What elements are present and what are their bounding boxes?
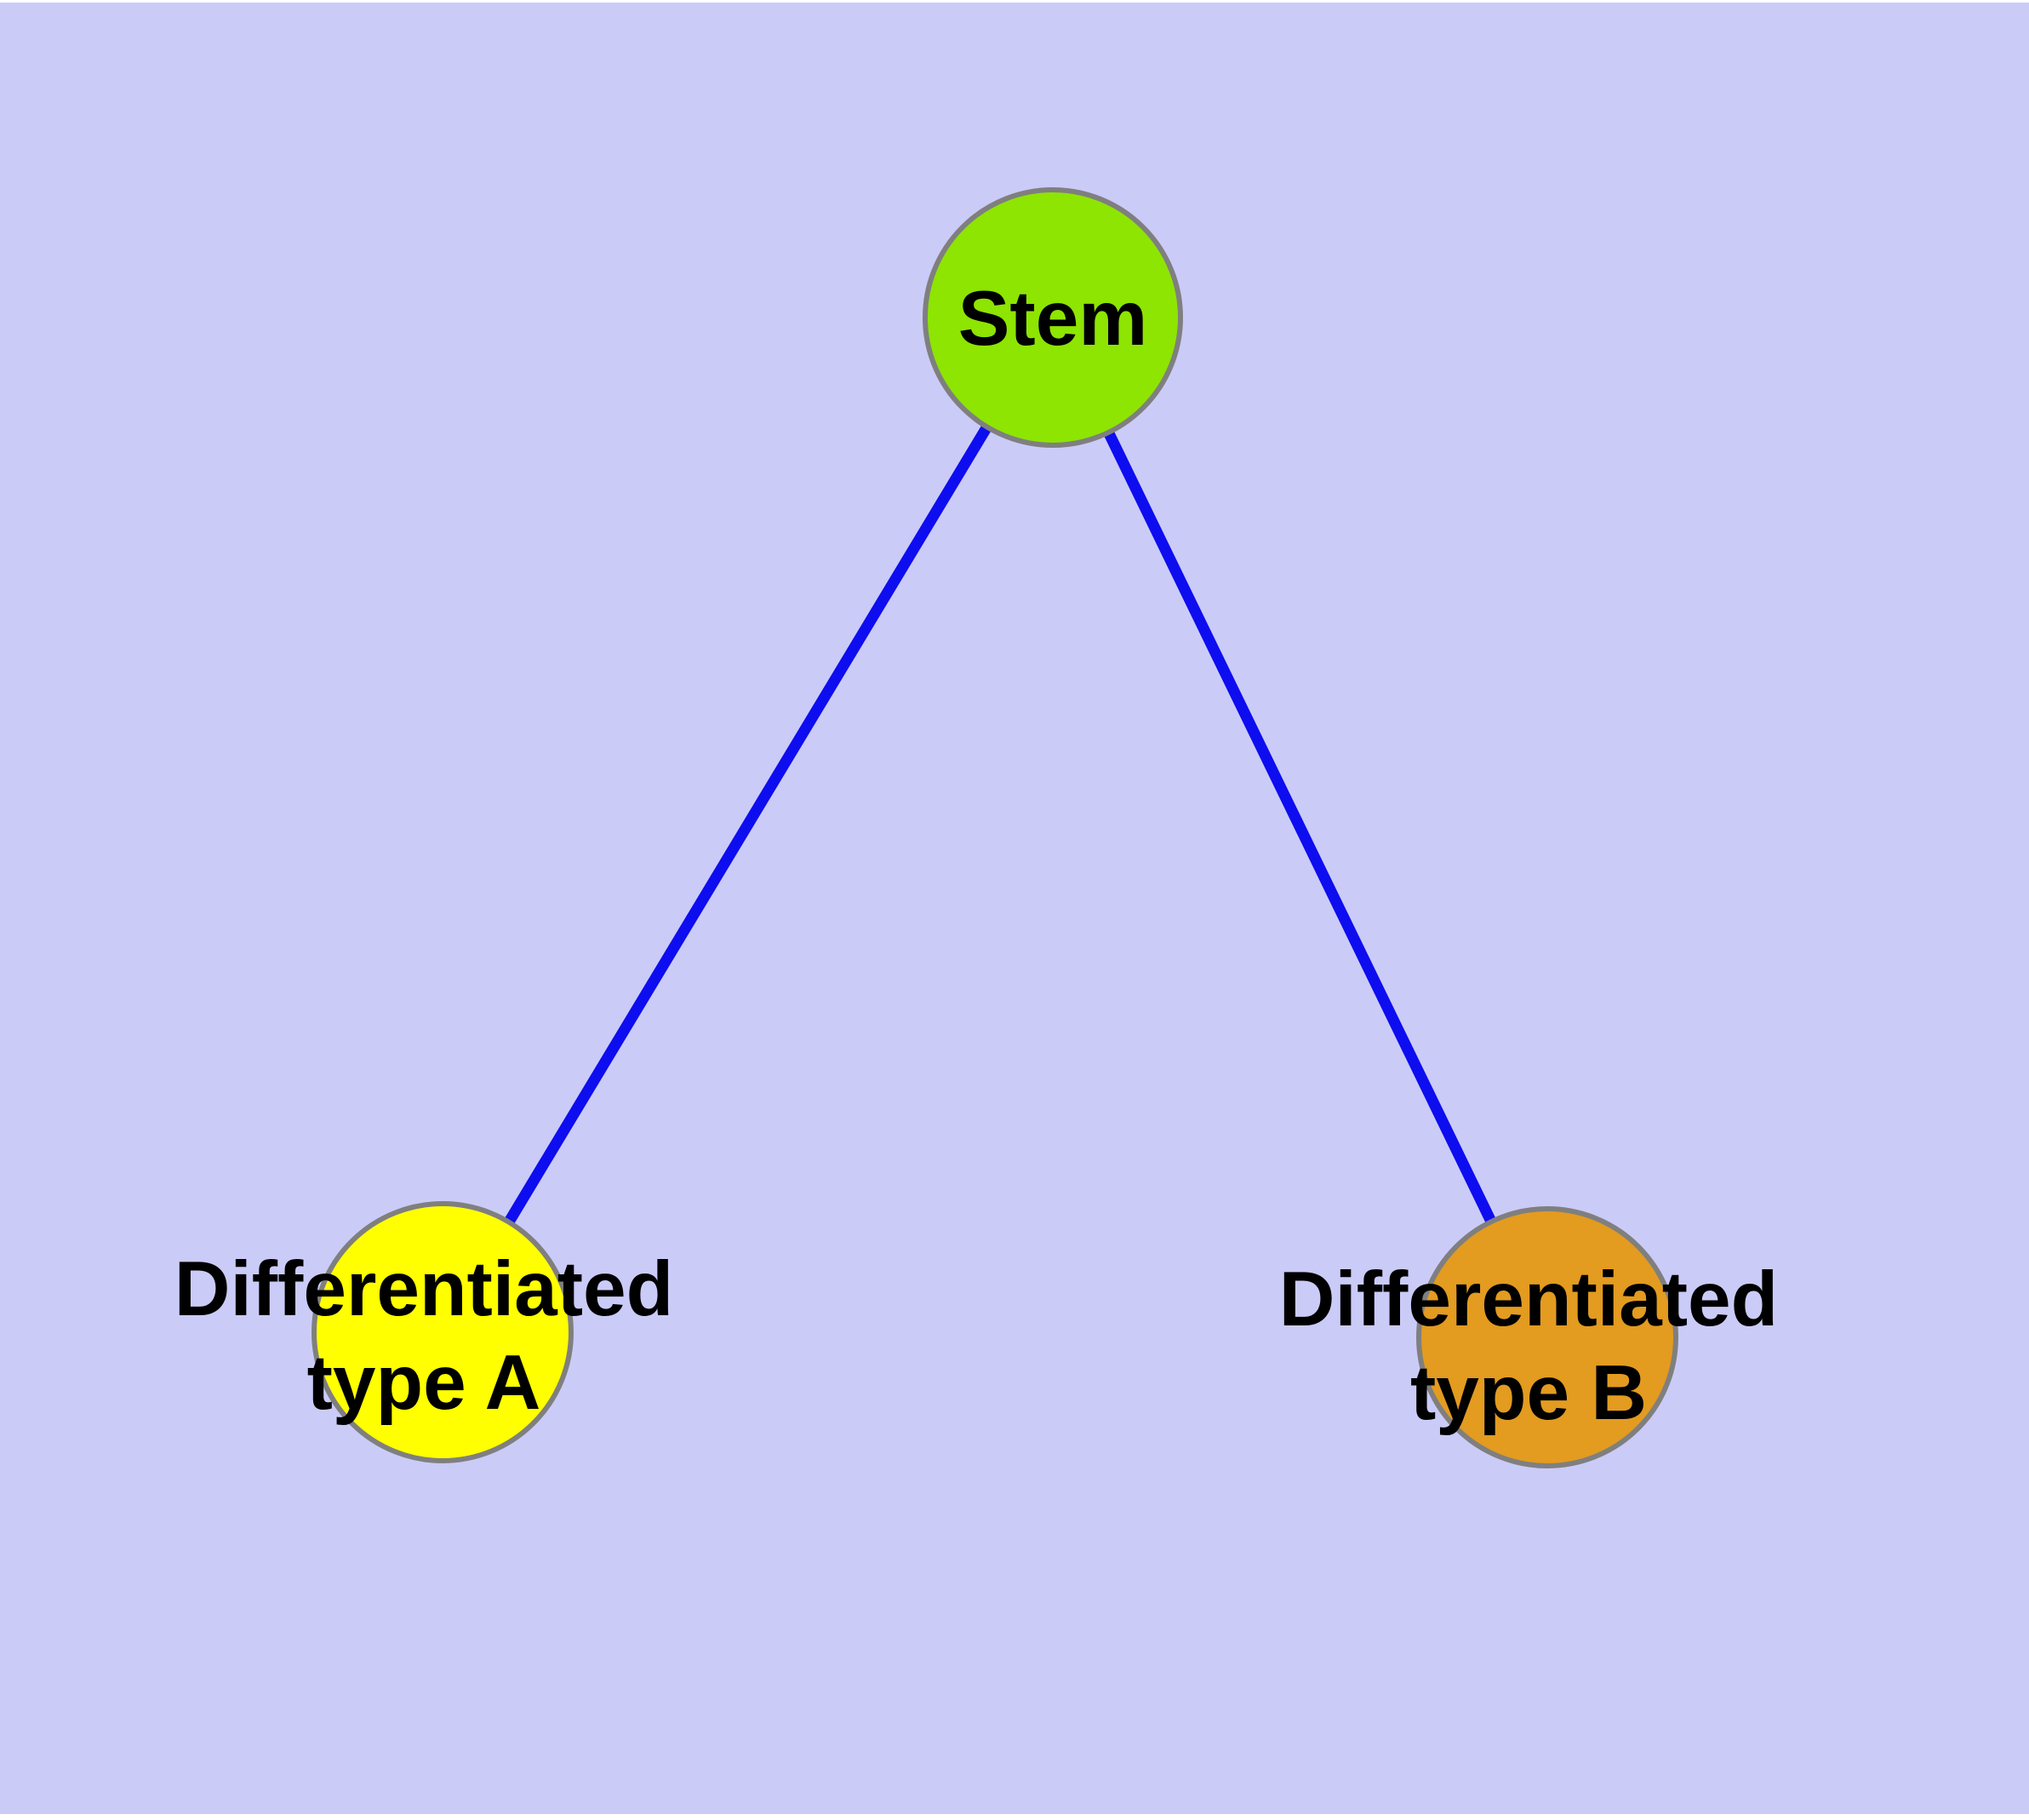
node-type-b-label-line2: type B [1410,1350,1647,1436]
node-type-a-label-line2: type A [307,1340,541,1426]
edge-stem-to-type-b [1048,315,1552,1340]
node-type-b-label-line1: Differentiated [1279,1256,1779,1342]
node-type-a-label-line1: Differentiated [174,1246,674,1332]
node-type-b-circle [1416,1206,1678,1468]
node-type-a-circle [311,1201,574,1463]
edge-stem-to-type-a [437,314,1058,1336]
node-stem-circle [923,187,1183,448]
node-stem-label: Stem [958,276,1148,362]
